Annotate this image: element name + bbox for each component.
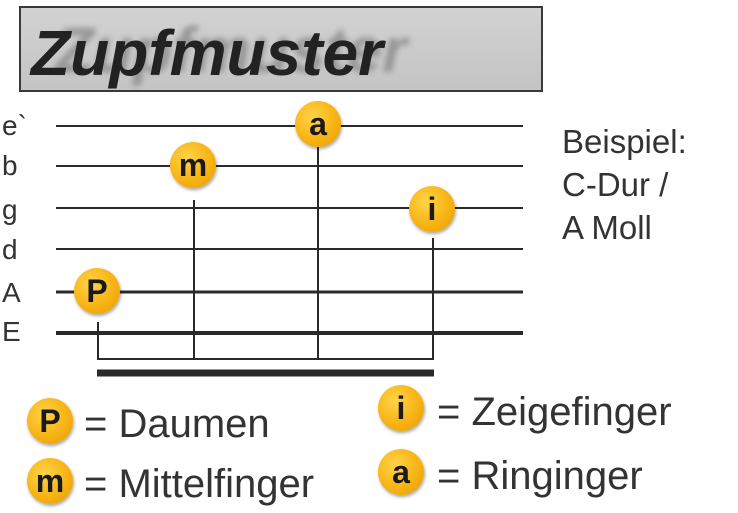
string-label-g: g: [2, 194, 18, 225]
note-line-3: A Moll: [562, 209, 652, 246]
title-shadow: Zupfmuster: [55, 14, 407, 86]
string-label-b: b: [2, 150, 18, 181]
legend-circle-a: a: [378, 449, 424, 495]
legend-text-a: = Ringinger: [437, 454, 643, 498]
legend-text-i: = Zeigefinger: [437, 390, 672, 434]
example-note: Beispiel: C-Dur / A Moll: [562, 120, 687, 249]
pattern-note-i: i: [409, 186, 455, 232]
title-box: Zupfmuster Zupfmuster: [19, 6, 543, 92]
legend-text-m: = Mittelfinger: [84, 462, 315, 506]
note-line-2: C-Dur /: [562, 166, 669, 203]
string-label-d: d: [2, 234, 18, 265]
pattern-note-m: m: [170, 142, 216, 188]
legend-circle-p: P: [27, 398, 73, 444]
string-label-high-e: e`: [2, 110, 27, 141]
title: Zupfmuster: [31, 17, 383, 89]
pattern-note-p: P: [74, 268, 120, 314]
pattern-note-a: a: [295, 101, 341, 147]
string-label-a: A: [2, 277, 21, 308]
note-line-1: Beispiel:: [562, 123, 687, 160]
legend-circle-m: m: [27, 458, 73, 504]
legend-circle-i: i: [378, 385, 424, 431]
string-label-low-e: E: [2, 316, 21, 347]
legend-text-p: = Daumen: [84, 402, 270, 446]
